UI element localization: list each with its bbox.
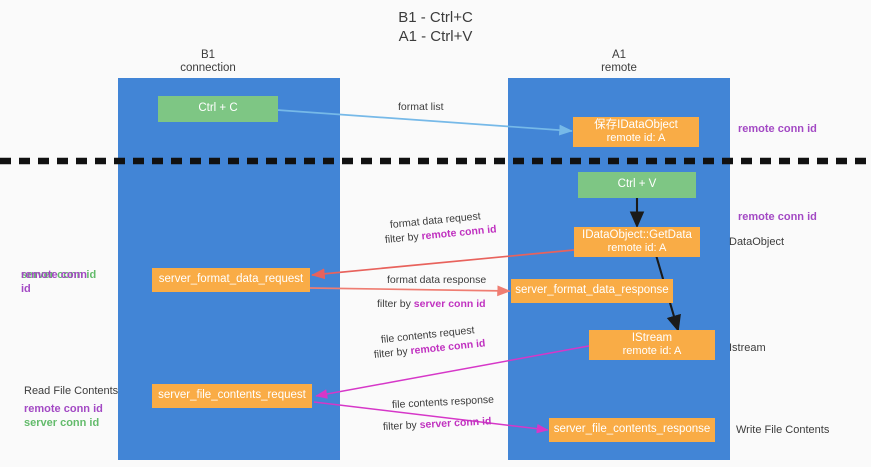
annotation-server-conn-id-2: server conn id — [24, 416, 100, 429]
node-server-format-data-response-label: server_format_data_response — [515, 284, 669, 297]
annotation-remote-conn-id: remote conn id — [21, 269, 88, 295]
page-title: B1 - Ctrl+C A1 - Ctrl+V — [398, 9, 473, 45]
phase-divider — [0, 157, 871, 165]
node-idataobject-getdata[interactable]: IDataObject::GetData remote id: A — [574, 227, 700, 257]
node-istream[interactable]: IStream remote id: A — [589, 330, 715, 360]
annotation-right-dataobject: DataObject — [729, 236, 785, 248]
node-save-idataobject-label: 保存IDataObject — [594, 118, 678, 131]
filter-key-server-conn-id: server conn id — [413, 298, 486, 310]
node-server-format-data-response[interactable]: server_format_data_response — [511, 279, 673, 303]
edge-label-format-list: format list — [398, 101, 444, 113]
lane-title-b1: B1 connection — [180, 49, 236, 74]
edge-label-file-contents-response-filter: filter by server conn id — [383, 415, 492, 434]
edge-format-data-response — [309, 285, 511, 297]
node-ctrl-c-label: Ctrl + C — [198, 102, 238, 115]
node-save-idataobject[interactable]: 保存IDataObject remote id: A — [573, 117, 699, 147]
annotation-right-remote-conn-id-2: remote conn id — [738, 211, 817, 223]
filter-prefix: filter by — [384, 230, 423, 246]
annotation-right-istream: Istream — [729, 342, 766, 354]
annotation-left-conn-ids-2: remote conn id server conn id — [24, 403, 103, 430]
node-server-file-contents-request-label: server_file_contents_request — [158, 389, 306, 402]
filter-prefix: filter by — [377, 298, 414, 310]
annotation-left-conn-ids: remote conn id server conn id — [21, 269, 97, 295]
annotation-server-conn-id: server conn id — [21, 269, 97, 281]
edge-label-format-data-response: format data response — [387, 274, 487, 286]
filter-prefix: filter by — [373, 345, 412, 361]
annotation-remote-conn-id-2: remote conn id — [24, 403, 103, 415]
node-ctrl-c[interactable]: Ctrl + C — [158, 96, 278, 122]
node-istream-remote-id: remote id: A — [622, 345, 682, 357]
node-server-format-data-request[interactable]: server_format_data_request — [152, 268, 310, 292]
edge-label-format-data-response-filter: filter by server conn id — [377, 298, 486, 311]
filter-prefix: filter by — [382, 419, 421, 433]
node-ctrl-v[interactable]: Ctrl + V — [578, 172, 696, 198]
edge-label-file-contents-response: file contents response — [391, 393, 495, 411]
node-save-idataobject-remote-id: remote id: A — [606, 132, 666, 144]
node-idataobject-getdata-label: IDataObject::GetData — [582, 228, 692, 241]
annotation-right-remote-conn-id-1: remote conn id — [738, 123, 817, 135]
lane-title-a1: A1 remote — [601, 49, 637, 74]
filter-key-server-conn-id: server conn id — [419, 415, 492, 432]
node-istream-label: IStream — [631, 331, 673, 344]
node-idataobject-getdata-remote-id: remote id: A — [607, 242, 667, 254]
node-server-file-contents-response-label: server_file_contents_response — [553, 423, 711, 436]
annotation-read-file-contents: Read File Contents — [24, 385, 118, 399]
node-server-format-data-request-label: server_format_data_request — [158, 273, 304, 286]
annotation-right-write-file-contents: Write File Contents — [736, 424, 830, 436]
node-ctrl-v-label: Ctrl + V — [617, 178, 657, 191]
node-server-file-contents-request[interactable]: server_file_contents_request — [152, 384, 312, 408]
node-server-file-contents-response[interactable]: server_file_contents_response — [549, 418, 715, 442]
annotation-read-file-heading: Read File Contents — [24, 385, 119, 397]
